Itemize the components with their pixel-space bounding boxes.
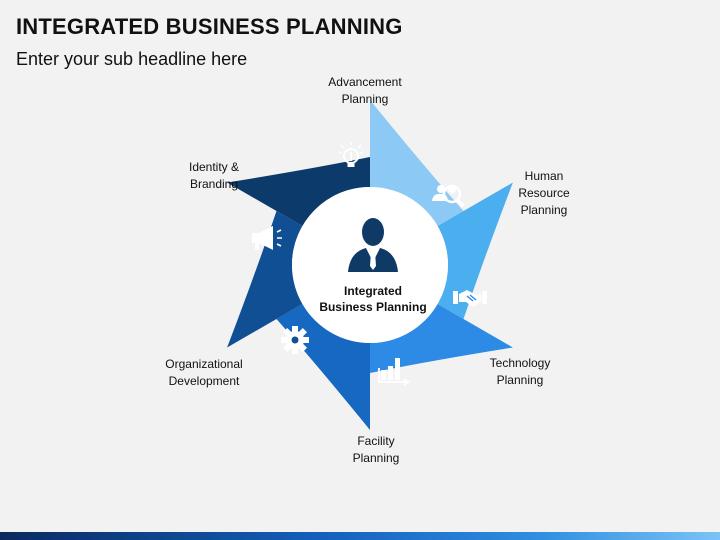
segment-identity	[227, 157, 370, 226]
label-advancement: Advancement Planning	[328, 75, 402, 106]
people-search-icon	[432, 184, 465, 208]
label-organizational: Organizational Development	[165, 357, 243, 388]
segment-technology	[370, 304, 513, 373]
label-technology: Technology Planning	[489, 356, 551, 387]
megaphone-icon	[252, 226, 282, 250]
bar-chart-icon	[378, 358, 410, 386]
segment-organizational	[227, 211, 303, 348]
label-facility: Facility Planning	[352, 434, 400, 465]
center-label-line: Business Planning	[319, 300, 426, 314]
label-human-resource: Human Resource Planning	[518, 169, 570, 217]
lightbulb-icon	[338, 142, 364, 167]
page-title: INTEGRATED BUSINESS PLANNING	[16, 14, 403, 39]
gear-icon	[281, 326, 309, 354]
label-identity: Identity & Branding	[188, 160, 240, 191]
center-label-line: Integrated	[344, 284, 402, 298]
businessman-icon	[348, 218, 398, 272]
page-subtitle: Enter your sub headline here	[16, 49, 248, 69]
handshake-icon	[453, 290, 487, 307]
segment-human-resource	[437, 182, 513, 319]
footer-bar	[0, 532, 720, 540]
